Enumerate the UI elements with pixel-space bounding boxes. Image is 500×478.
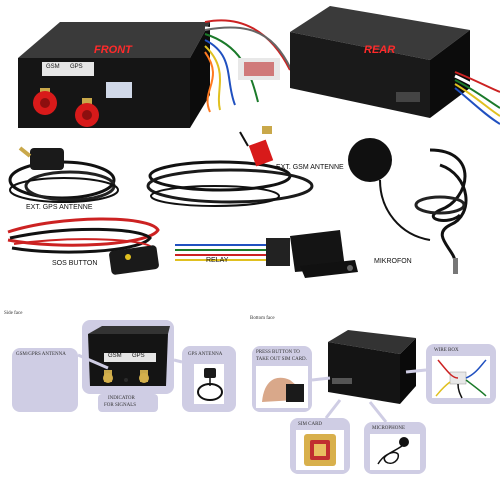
microphone [348, 138, 468, 274]
ext-gsm-antenne-label: EXT. GSM ANTENNE [276, 164, 344, 171]
callout-lines [77, 353, 427, 423]
indicator-panel [98, 394, 158, 412]
sos-cable [7, 217, 160, 254]
press-button-label: PRESS BUTTON TO [256, 350, 300, 355]
front-label: FRONT [94, 44, 132, 56]
side-gsm-label: GSM [108, 353, 122, 359]
front-wire-plug [244, 62, 274, 76]
press-button-image [256, 366, 308, 408]
bottom-face-label: Bottom face [250, 316, 275, 321]
for-signals-label: FOR SIGNALS [104, 403, 137, 408]
sos-button [109, 245, 159, 275]
microphone-image [370, 434, 420, 470]
gsm-gprs-antenna-label: GSM/GPRS ANTENNA [16, 352, 66, 357]
gps-antenna-label: GPS ANTENNA [188, 352, 223, 357]
front-gps-label: GPS [70, 64, 83, 70]
ext-gps-antenne-label: EXT. GPS ANTENNE [26, 204, 93, 211]
sos-button-dot [125, 254, 131, 260]
top-product-photo [7, 6, 500, 278]
relay-label: RELAY [206, 257, 229, 264]
relay [175, 230, 358, 278]
front-device [18, 22, 210, 128]
ext-gps-antenna [8, 146, 119, 203]
side-face-label: Side face [4, 311, 23, 316]
mikrofon-label: MIKROFON [374, 258, 412, 265]
gsm-gprs-antenna-panel [12, 348, 78, 412]
sos-button-label: SOS BUTTON [52, 260, 98, 267]
wire-box-label: WIRE BOX [434, 348, 459, 353]
rear-label: REAR [364, 44, 396, 56]
side-gps-label: GPS [132, 353, 145, 359]
side-face-device [88, 326, 170, 386]
sim-card-label: SIM CARD [298, 422, 323, 427]
sim-card-image [296, 430, 344, 470]
take-out-sim-label: TAKE OUT SIM CARD. [256, 357, 307, 362]
bottom-face-device [328, 330, 416, 404]
front-wire-harness [204, 19, 299, 113]
ext-gsm-antenna [146, 126, 314, 207]
gps-antenna-image [194, 364, 224, 404]
rear-device [290, 6, 470, 118]
wire-box-image [432, 356, 490, 399]
front-antenna-connectors [33, 88, 99, 127]
rear-wire-harness [454, 71, 500, 125]
front-gsm-label: GSM [46, 64, 60, 70]
indicator-label: INDICATOR [108, 396, 135, 401]
microphone-label: MICROPHONE [372, 426, 406, 431]
